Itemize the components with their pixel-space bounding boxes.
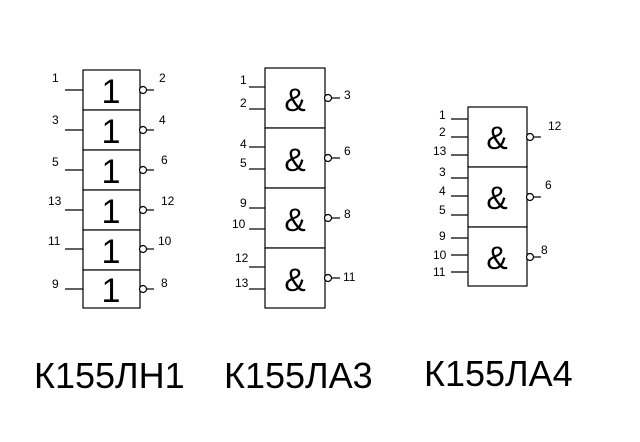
inversion-bubble: [525, 132, 535, 142]
input-pin-label: 5: [439, 203, 446, 217]
input-pin-label: 2: [439, 125, 446, 139]
chip2-gate-3: & 9 10 8: [232, 187, 351, 249]
output-pin-label: 12: [161, 194, 175, 208]
inversion-bubble: [138, 284, 148, 294]
inversion-bubble: [138, 205, 148, 215]
chip-name: К155ЛА3: [224, 355, 373, 396]
output-pin-label: 8: [344, 207, 351, 221]
output-pin-label: 8: [161, 276, 168, 290]
chip1-gate-1: 1 1 2: [52, 69, 166, 111]
output-pin-label: 10: [158, 234, 172, 248]
gate-symbol: &: [284, 82, 305, 118]
input-pin-label: 2: [240, 96, 247, 110]
chip1-gate-6: 1 9 8: [52, 269, 168, 310]
output-pin-label: 8: [541, 243, 548, 257]
gate-box: [467, 106, 528, 168]
input-pin-label: 1: [52, 71, 59, 85]
inversion-bubble: [525, 192, 535, 202]
input-pin-label: 11: [48, 234, 61, 248]
gate-symbol: 1: [102, 193, 121, 231]
output-pin-label: 2: [159, 71, 166, 85]
chip2-gate-2: & 4 5 6: [240, 127, 351, 189]
chip-k155la3: & 1 2 3 & 4 5 6 & 9 10: [224, 67, 373, 396]
gate-symbol: &: [284, 202, 305, 238]
gate-symbol: &: [486, 180, 507, 216]
chip1-gate-4: 1 13 12: [48, 189, 175, 231]
input-pin-label: 5: [240, 156, 247, 170]
gate-box: [82, 149, 141, 191]
gate-symbol: &: [486, 120, 507, 156]
output-pin-label: 3: [344, 88, 351, 102]
gate-symbol: 1: [102, 113, 121, 151]
chip1-gate-5: 1 11 10: [48, 229, 172, 271]
output-pin-label: 4: [159, 113, 166, 127]
gate-symbol: &: [284, 142, 305, 178]
input-pin-label: 13: [235, 276, 249, 290]
input-pin-label: 4: [439, 184, 446, 198]
output-pin-label: 6: [344, 144, 351, 158]
gate-symbol: 1: [102, 272, 121, 310]
input-pin-label: 1: [439, 108, 446, 122]
chip-k155ln1: 1 1 2 1 3 4 1 5 6: [34, 69, 185, 396]
input-pin-label: 4: [240, 137, 247, 151]
chip3-gate-3: & 9 10 11 8: [433, 226, 548, 287]
chip1-gate-3: 1 5 6: [52, 149, 168, 191]
input-pin-label: 13: [48, 194, 62, 208]
output-pin-label: 12: [548, 119, 562, 133]
input-pin-label: 9: [439, 229, 446, 243]
inversion-bubble: [138, 85, 148, 95]
inversion-bubble: [138, 244, 148, 254]
input-pin-label: 3: [52, 113, 59, 127]
inversion-bubble: [525, 252, 535, 262]
input-pin-label: 5: [52, 155, 59, 169]
input-pin-label: 12: [235, 251, 249, 265]
chip-name: К155ЛА4: [424, 353, 573, 394]
chip2-gate-1: & 1 2 3: [240, 67, 351, 129]
inversion-bubble: [323, 213, 333, 223]
gate-box: [264, 127, 326, 189]
inversion-bubble: [323, 273, 333, 283]
gate-box: [264, 247, 326, 309]
chip3-gate-2: & 3 4 5 6: [439, 165, 552, 228]
gate-symbol: 1: [102, 233, 121, 271]
chip-k155la4: & 1 2 13 12 & 3 4 5 6 &: [424, 106, 573, 394]
gate-box: [82, 109, 141, 151]
gate-box: [264, 67, 326, 129]
input-pin-label: 9: [52, 277, 59, 291]
inversion-bubble: [138, 125, 148, 135]
gate-symbol: &: [486, 240, 507, 276]
input-pin-label: 9: [240, 196, 247, 210]
gate-symbol: 1: [102, 153, 121, 191]
gate-symbol: 1: [102, 73, 121, 111]
chip-name: К155ЛН1: [34, 355, 185, 396]
input-pin-label: 10: [232, 217, 246, 231]
inversion-bubble: [323, 153, 333, 163]
chip1-gate-2: 1 3 4: [52, 109, 166, 151]
chip2-gate-4: & 12 13 11: [235, 247, 356, 309]
chip3-gate-1: & 1 2 13 12: [433, 106, 562, 168]
gate-symbol: &: [284, 262, 305, 298]
inversion-bubble: [138, 165, 148, 175]
input-pin-label: 10: [433, 248, 447, 262]
input-pin-label: 11: [433, 265, 446, 279]
input-pin-label: 3: [439, 165, 446, 179]
gate-box: [467, 166, 528, 228]
output-pin-label: 6: [545, 178, 552, 192]
inversion-bubble: [323, 93, 333, 103]
input-pin-label: 13: [433, 144, 447, 158]
output-pin-label: 6: [161, 153, 168, 167]
output-pin-label: 11: [343, 270, 356, 284]
input-pin-label: 1: [240, 73, 247, 87]
